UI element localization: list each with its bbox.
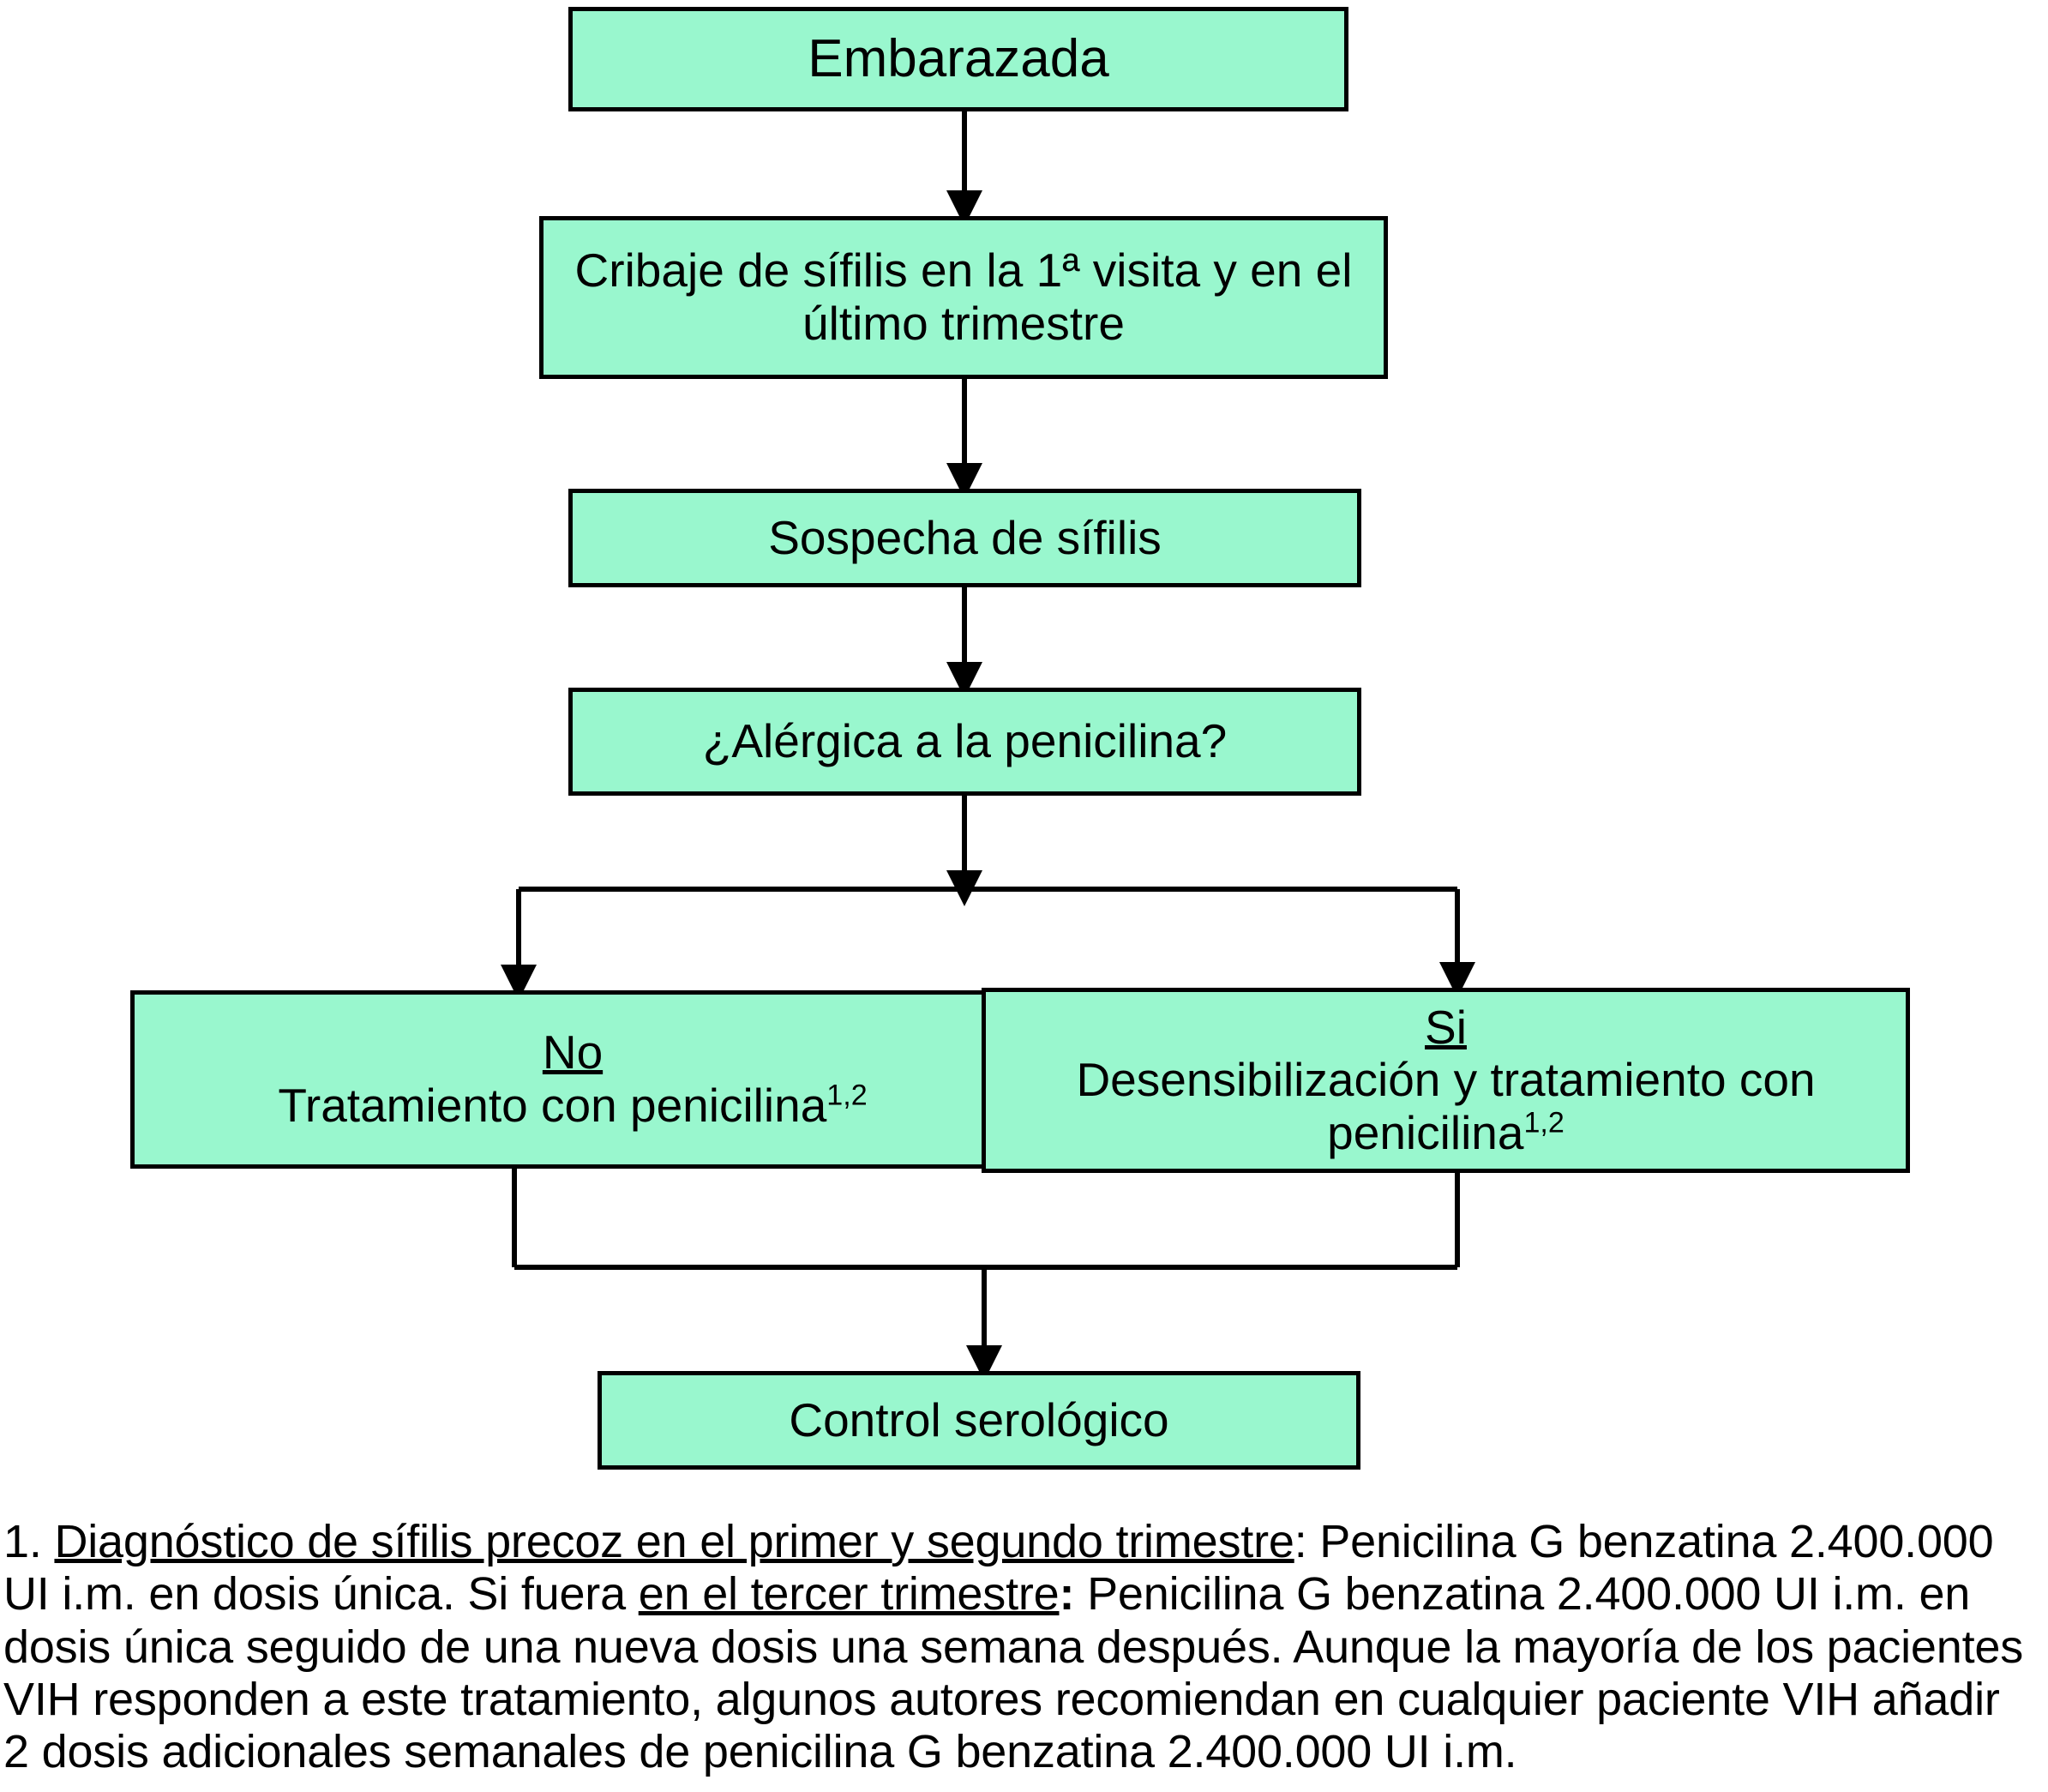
node-cribaje-label: Cribaje de sífilis en la 1ª visita y en … (574, 244, 1353, 350)
footnote-1: 1. Diagnóstico de sífilis precoz en el p… (0, 1516, 2040, 1778)
branch-si-label: Si (1425, 1000, 1467, 1054)
footnote-underlined-b: en el tercer trimestre (638, 1568, 1060, 1621)
node-branch-si[interactable]: Si Desensibilización y tratamiento con p… (982, 988, 1910, 1173)
footnote-colon: : (1059, 1568, 1075, 1621)
branch-si-superscript: 1,2 (1523, 1106, 1565, 1140)
branch-si-line2: penicilina (1327, 1105, 1524, 1159)
node-branch-no-content: No Tratamiento con penicilina1,2 (143, 1026, 1002, 1132)
node-cribaje[interactable]: Cribaje de sífilis en la 1ª visita y en … (539, 216, 1388, 379)
flowchart: Embarazada Cribaje de sífilis en la 1ª v… (130, 7, 1910, 1470)
node-control-label: Control serológico (789, 1392, 1169, 1446)
branch-no-superscript: 1,2 (826, 1079, 868, 1112)
node-control-serologico[interactable]: Control serológico (598, 1371, 1360, 1470)
footnote-text-b: Penicilina G benzatina 2.400.000 UI i.m.… (3, 1568, 2024, 1778)
footnote-number: 1. (3, 1516, 42, 1567)
footnote-text-a: : Penicilina G benzatina 2.400.000 UI i.… (3, 1516, 1994, 1621)
node-alergica-label: ¿Alérgica a la penicilina? (702, 714, 1228, 768)
node-alergica[interactable]: ¿Alérgica a la penicilina? (568, 688, 1361, 796)
branch-no-label: No (542, 1025, 604, 1079)
node-embarazada-label: Embarazada (808, 29, 1109, 89)
node-embarazada[interactable]: Embarazada (568, 7, 1348, 111)
node-sospecha[interactable]: Sospecha de sífilis (568, 489, 1361, 587)
branch-no-line1: Tratamiento con penicilina (278, 1079, 827, 1132)
footnote-underlined-a: Diagnóstico de sífilis precoz en el prim… (54, 1516, 1294, 1567)
node-branch-no[interactable]: No Tratamiento con penicilina1,2 (130, 990, 1015, 1169)
branch-si-line1: Desensibilización y tratamiento con (1076, 1053, 1816, 1107)
node-branch-si-content: Si Desensibilización y tratamiento con p… (994, 1001, 1897, 1160)
node-sospecha-label: Sospecha de sífilis (768, 510, 1162, 564)
